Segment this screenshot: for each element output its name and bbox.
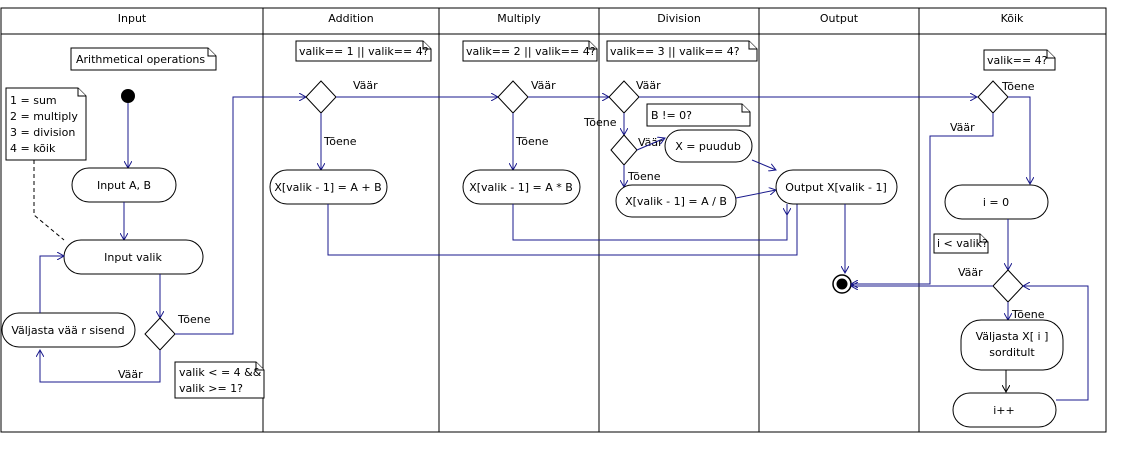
div-none-node (664, 129, 753, 163)
lane-header-output: Output (820, 12, 859, 25)
lane-header-input: Input (118, 12, 147, 25)
all-false-label: Väär (950, 121, 975, 134)
loop-true-label: Tõene (1011, 308, 1045, 321)
cond-mul-text: valik== 2 || valik== 4? (466, 45, 596, 58)
input-ab-label: Input A, B (97, 179, 151, 192)
legend-line-1: 1 = sum (10, 94, 57, 107)
cond-all-text: valik== 4? (987, 54, 1048, 67)
cond-valid-line-1: valik < = 4 && (179, 366, 262, 379)
add-op-label: X[valik - 1] = A + B (274, 181, 381, 194)
cond-b-text: B != 0? (651, 109, 692, 122)
note-legend (5, 87, 87, 161)
init-i-node (944, 184, 1049, 220)
output-node (775, 169, 898, 205)
legend-line-3: 3 = division (10, 126, 75, 139)
div-false-label: Väär (636, 79, 661, 92)
lane-header-koik: Kõik (1001, 12, 1024, 25)
error-input-node (1, 312, 136, 348)
note-cond-all (983, 49, 1056, 71)
end-node (832, 274, 852, 294)
b-true-label: Tõene (627, 170, 661, 183)
div-none-label: X = puudub (675, 140, 741, 153)
div-true-label: Tõene (583, 116, 617, 129)
lane-header-addition: Addition (328, 12, 373, 25)
valid-false-label: Väär (118, 368, 143, 381)
note-cond-div (606, 40, 758, 62)
swimlane-frame (0, 7, 1107, 433)
note-cond-mul (462, 40, 598, 62)
note-cond-b (646, 103, 751, 127)
mul-op-node (462, 169, 581, 205)
mul-op-label: X[valik - 1] = A * B (469, 181, 573, 194)
valid-true-label: Tõene (177, 313, 211, 326)
output-label: Output X[valik - 1] (785, 181, 887, 194)
mul-true-label: Tõene (515, 135, 549, 148)
inc-i-node (952, 392, 1057, 428)
init-i-label: i = 0 (983, 196, 1009, 209)
b-false-label: Väär (638, 136, 663, 149)
error-input-label: Väljasta vää r sisend (11, 324, 124, 337)
start-node (121, 89, 135, 103)
print-sorted-line-1: Väljasta X[ i ] (976, 330, 1049, 343)
print-sorted-node (960, 319, 1064, 371)
cond-valid-line-2: valik >= 1? (179, 382, 243, 395)
mul-false-label: Väär (531, 79, 556, 92)
note-valid-condition (174, 361, 265, 399)
add-false-label: Väär (353, 79, 378, 92)
legend-line-4: 4 = kõik (10, 142, 56, 155)
cond-loop-text: i < valik? (937, 237, 988, 250)
lane-header-multiply: Multiply (497, 12, 541, 25)
div-op-node (615, 184, 737, 218)
cond-div-text: valik== 3 || valik== 4? (610, 45, 740, 58)
note-title-text: Arithmetical operations (76, 53, 205, 66)
inc-i-label: i++ (993, 404, 1015, 417)
input-valik-label: Input valik (104, 251, 162, 264)
loop-false-label: Väär (958, 266, 983, 279)
all-true-label: Tõene (1001, 80, 1035, 93)
note-cond-loop (933, 233, 989, 254)
div-op-label: X[valik - 1] = A / B (625, 195, 727, 208)
note-title (70, 47, 217, 71)
note-cond-add (295, 40, 432, 62)
cond-add-text: valik== 1 || valik== 4? (299, 45, 429, 58)
lane-header-division: Division (657, 12, 701, 25)
legend-line-2: 2 = multiply (10, 110, 78, 123)
print-sorted-line-2: sorditult (989, 346, 1035, 359)
add-true-label: Tõene (323, 135, 357, 148)
